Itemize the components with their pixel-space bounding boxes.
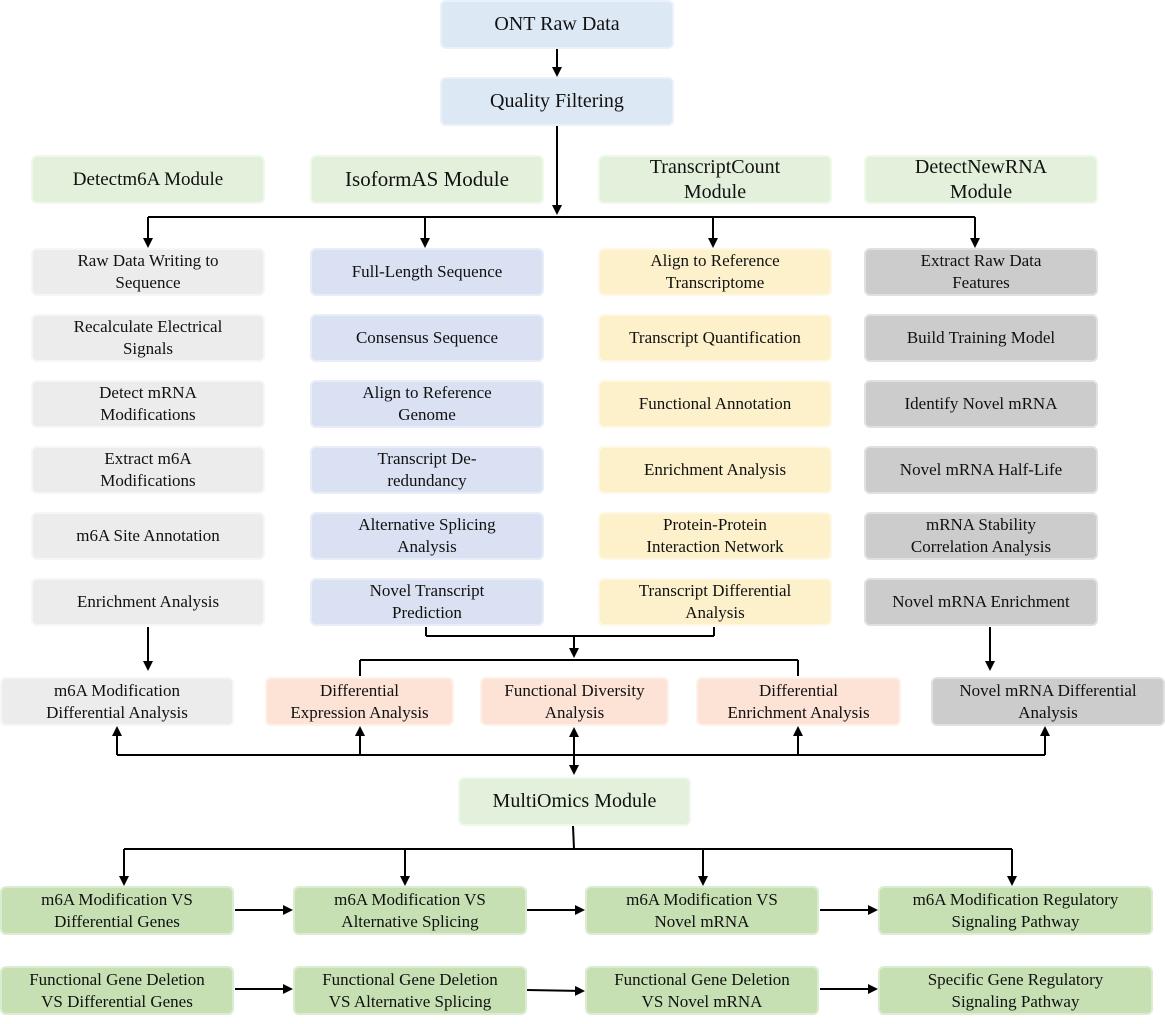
- col3-step: Functional Annotation: [598, 380, 832, 428]
- col1-step: Extract m6A Modifications: [31, 446, 265, 494]
- col2-step: Transcript De- redundancy: [310, 446, 544, 494]
- col3-step: Enrichment Analysis: [598, 446, 832, 494]
- col3-step: Align to Reference Transcriptome: [598, 248, 832, 296]
- col3-step: Protein-Protein Interaction Network: [598, 512, 832, 560]
- novel-mrna-differential-box: Novel mRNA Differential Analysis: [931, 677, 1165, 726]
- col2-step: Alternative Splicing Analysis: [310, 512, 544, 560]
- col4-step: mRNA Stability Correlation Analysis: [864, 512, 1098, 560]
- col1-step: Recalculate Electrical Signals: [31, 314, 265, 362]
- col4-step: Build Training Model: [864, 314, 1098, 362]
- col4-step: Novel mRNA Half-Life: [864, 446, 1098, 494]
- col2-step: Full-Length Sequence: [310, 248, 544, 296]
- m6a-differential-analysis-box: m6A Modification Differential Analysis: [0, 677, 234, 726]
- col1-step: Enrichment Analysis: [31, 578, 265, 626]
- col4-step: Extract Raw Data Features: [864, 248, 1098, 296]
- detectm6a-module-box: Detectm6A Module: [31, 155, 265, 204]
- transcriptcount-module-box: TranscriptCount Module: [598, 155, 832, 204]
- col4-step: Identify Novel mRNA: [864, 380, 1098, 428]
- differential-enrichment-box: Differential Enrichment Analysis: [696, 677, 901, 726]
- differential-expression-box: Differential Expression Analysis: [265, 677, 454, 726]
- col1-step: m6A Site Annotation: [31, 512, 265, 560]
- isoformas-module-box: IsoformAS Module: [310, 155, 544, 204]
- col2-step: Consensus Sequence: [310, 314, 544, 362]
- col4-step: Novel mRNA Enrichment: [864, 578, 1098, 626]
- col1-step: Raw Data Writing to Sequence: [31, 248, 265, 296]
- col2-step: Novel Transcript Prediction: [310, 578, 544, 626]
- functional-diversity-box: Functional Diversity Analysis: [480, 677, 669, 726]
- col1-step: Detect mRNA Modifications: [31, 380, 265, 428]
- row2-box: Functional Gene Deletion VS Differential…: [0, 966, 234, 1015]
- row2-box: Specific Gene Regulatory Signaling Pathw…: [878, 966, 1153, 1015]
- row1-box: m6A Modification VS Differential Genes: [0, 886, 234, 935]
- row1-box: m6A Modification VS Novel mRNA: [585, 886, 819, 935]
- row1-box: m6A Modification VS Alternative Splicing: [293, 886, 527, 935]
- col3-step: Transcript Quantification: [598, 314, 832, 362]
- multi-down: [572, 825, 575, 850]
- col2-step: Align to Reference Genome: [310, 380, 544, 428]
- quality-filtering-box: Quality Filtering: [440, 77, 674, 126]
- detectnewrna-module-box: DetectNewRNA Module: [864, 155, 1098, 204]
- row2-box: Functional Gene Deletion VS Alternative …: [293, 966, 527, 1015]
- ont-raw-data-box: ONT Raw Data: [440, 0, 674, 49]
- row2-arrow-2: [526, 985, 585, 996]
- row1-box: m6A Modification Regulatory Signaling Pa…: [878, 886, 1153, 935]
- row2-box: Functional Gene Deletion VS Novel mRNA: [585, 966, 819, 1015]
- col3-step: Transcript Differential Analysis: [598, 578, 832, 626]
- multiomics-module-box: MultiOmics Module: [458, 777, 691, 826]
